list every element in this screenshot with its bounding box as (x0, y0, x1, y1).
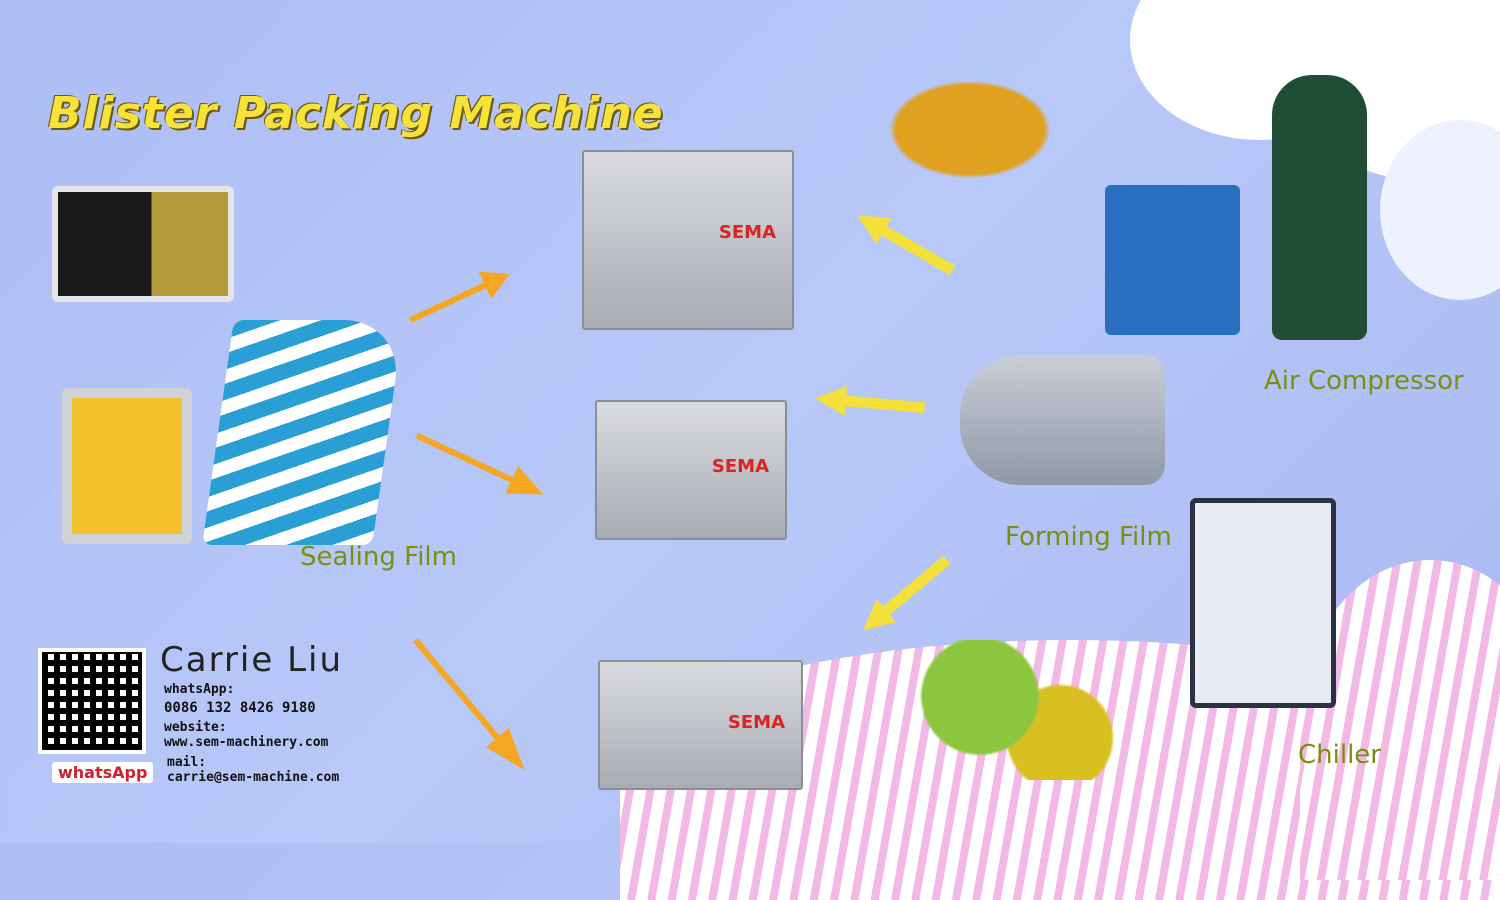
chiller-label: Chiller (1298, 740, 1381, 770)
air-compressor-label: Air Compressor (1264, 366, 1464, 396)
forming-film-label: Forming Film (1005, 522, 1172, 552)
sealing-film-label: Sealing Film (300, 542, 457, 572)
whatsapp-number: 0086 132 8426 9180 (164, 700, 316, 716)
air-compressor-unit (1105, 185, 1240, 335)
arrow-icon (853, 548, 957, 642)
blister-machine-middle: SEMA (595, 400, 787, 540)
arrow-icon (410, 422, 550, 508)
blister-machine-top: SEMA (582, 150, 794, 330)
chiller-unit (1190, 498, 1336, 708)
sealing-film-roll (202, 320, 404, 545)
website-link[interactable]: www.sem-machinery.com (164, 735, 329, 750)
tea-cups-image (920, 640, 1120, 780)
blister-sample-dark (52, 186, 234, 302)
machine-logo: SEMA (711, 456, 769, 478)
forming-film-roll (960, 355, 1165, 485)
arrow-icon (814, 383, 926, 422)
blister-sample-yellow (62, 388, 192, 544)
whatsapp-label: whatsApp: (164, 682, 235, 697)
whatsapp-qr-code[interactable] (38, 648, 146, 754)
arrow-icon (404, 630, 536, 780)
page-title: Blister Packing Machine (48, 88, 664, 139)
whatsapp-badge[interactable]: whatsApp (52, 762, 154, 783)
mail-label: mail: (167, 755, 207, 770)
honey-cups-image (875, 72, 1065, 187)
arrow-icon (850, 203, 960, 284)
air-tank (1272, 75, 1367, 340)
contact-name: Carrie Liu (160, 640, 344, 680)
blister-machine-bottom: SEMA (598, 660, 803, 790)
website-label: website: (164, 720, 227, 735)
machine-logo: SEMA (718, 222, 776, 244)
machine-logo: SEMA (727, 712, 785, 734)
arrow-icon (404, 260, 516, 334)
mail-link[interactable]: carrie@sem-machine.com (167, 770, 340, 785)
cloud-decor (1380, 120, 1500, 300)
contact-details: whatsApp: 0086 132 8426 9180 website: ww… (164, 682, 339, 785)
